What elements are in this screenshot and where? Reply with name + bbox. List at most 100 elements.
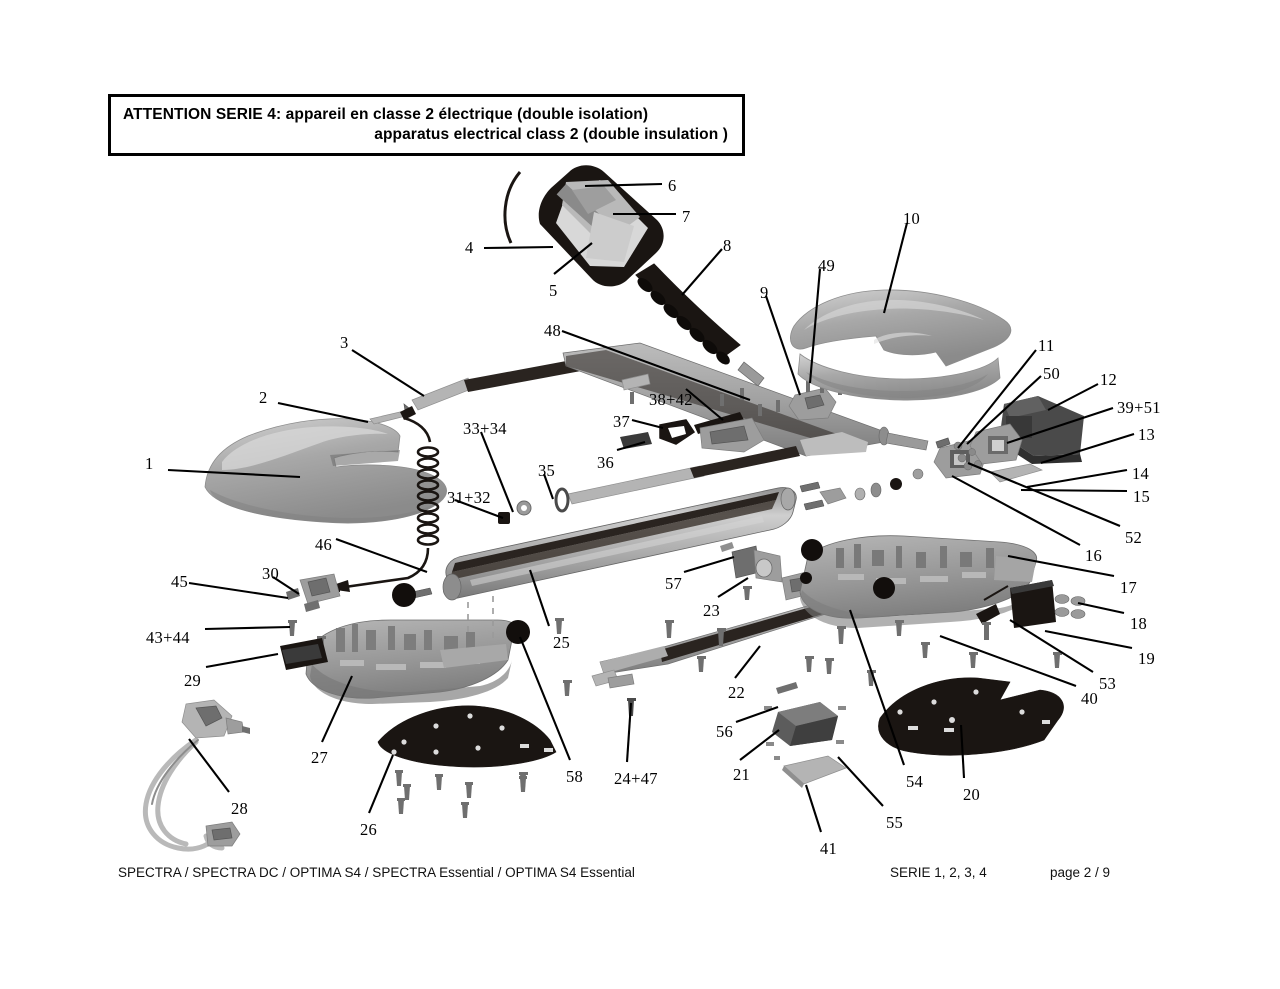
footer-models: SPECTRA / SPECTRA DC / OPTIMA S4 / SPECT… (118, 865, 635, 880)
callout-number-58: 58 (566, 767, 584, 786)
part-black-module (976, 580, 1056, 640)
part-shaft-pieces (498, 446, 800, 524)
callout-number-52: 52 (1125, 528, 1143, 547)
callout-number-36: 36 (597, 453, 615, 472)
callout-number-29: 29 (184, 671, 202, 690)
callout-number-19: 19 (1138, 649, 1156, 668)
callout-number-39-51: 39+51 (1117, 398, 1161, 417)
callout-number-55: 55 (886, 813, 904, 832)
part-handle-grip (411, 348, 650, 411)
leader-line-40 (939, 635, 1077, 687)
part-power-cord (142, 699, 250, 852)
leader-line-16 (951, 475, 1081, 546)
warning-line-french: ATTENTION SERIE 4: appareil en classe 2 … (123, 106, 649, 123)
leader-line-50 (966, 375, 1042, 445)
leader-line-56 (735, 706, 779, 723)
leader-line-9 (765, 295, 801, 396)
leader-line-55 (837, 756, 884, 807)
leader-line-11 (957, 349, 1037, 449)
footer-serie: SERIE 1, 2, 3, 4 (890, 865, 987, 880)
callout-number-24-47: 24+47 (614, 769, 658, 788)
part-lower-chassis-left (305, 619, 518, 704)
callout-number-14: 14 (1132, 464, 1150, 483)
screws-scattered (519, 586, 1062, 788)
callout-number-13: 13 (1138, 425, 1156, 444)
leader-line-36 (616, 440, 646, 452)
leader-line-13 (1040, 432, 1135, 465)
leader-line-52 (967, 462, 1121, 527)
callout-number-26: 26 (360, 820, 378, 839)
leader-line-6 (584, 182, 663, 188)
callout-number-43-44: 43+44 (146, 628, 190, 647)
leader-line-15 (1020, 488, 1128, 493)
callout-number-5: 5 (549, 281, 558, 300)
leader-line-21 (739, 729, 780, 761)
leader-line-29 (205, 652, 279, 669)
part-main-wand (562, 342, 929, 457)
leader-line-14 (1026, 468, 1128, 489)
callout-number-46: 46 (315, 535, 333, 554)
callout-number-30: 30 (262, 564, 280, 583)
callout-number-50: 50 (1043, 364, 1061, 383)
page-footer: SPECTRA / SPECTRA DC / OPTIMA S4 / SPECT… (0, 865, 1280, 887)
part-bracket-group (788, 381, 842, 421)
leader-line-10 (882, 222, 909, 314)
leader-line-26 (368, 754, 394, 814)
callout-number-35: 35 (538, 461, 556, 480)
part-coiled-cable (322, 406, 440, 592)
callout-number-33-34: 33+34 (463, 419, 507, 438)
callout-number-3: 3 (340, 333, 349, 352)
callout-number-7: 7 (682, 207, 691, 226)
leader-line-23 (717, 577, 749, 598)
warning-notice-box: ATTENTION SERIE 4: appareil en classe 2 … (108, 94, 745, 156)
callout-number-9: 9 (760, 283, 769, 302)
part-small-left-group (280, 573, 341, 670)
callout-number-2: 2 (259, 388, 268, 407)
callout-number-49: 49 (818, 256, 836, 275)
callout-number-31-32: 31+32 (447, 488, 491, 507)
leader-line-8 (681, 248, 723, 296)
part-linkage-group (620, 373, 780, 453)
leader-line-12 (1047, 383, 1099, 411)
leader-line-24-47 (625, 702, 633, 763)
alignment-guides (467, 596, 494, 640)
callout-number-48: 48 (544, 321, 562, 340)
callout-number-6: 6 (668, 176, 677, 195)
leader-line-54 (849, 609, 905, 766)
leader-line-1 (167, 468, 301, 479)
leader-line-46 (335, 538, 428, 573)
callout-number-45: 45 (171, 572, 189, 591)
leader-line-57 (683, 555, 735, 574)
callout-number-56: 56 (716, 722, 734, 741)
warning-line-english: apparatus electrical class 2 (double ins… (374, 126, 728, 143)
callout-number-4: 4 (465, 238, 474, 257)
leader-line-28 (188, 738, 230, 793)
callout-number-37: 37 (613, 412, 631, 431)
part-main-chassis-right (799, 535, 1038, 628)
part-sole-plate-right (878, 677, 1064, 756)
leader-line-5 (553, 242, 593, 275)
screws-row-lower-left (395, 770, 527, 818)
callout-number-1: 1 (145, 454, 154, 473)
leader-line-43-44 (204, 625, 291, 631)
part-plate-group (953, 423, 1043, 483)
callout-number-18: 18 (1130, 614, 1148, 633)
leader-line-22 (734, 645, 761, 679)
leader-line-58 (519, 636, 571, 761)
part-small-rod (607, 673, 636, 716)
callout-number-41: 41 (820, 839, 838, 858)
leader-line-49 (808, 268, 822, 384)
callout-number-57: 57 (665, 574, 683, 593)
callout-number-17: 17 (1120, 578, 1138, 597)
footer-page: page 2 / 9 (1050, 865, 1111, 880)
callout-number-53: 53 (1099, 674, 1117, 693)
part-electronic-block (764, 682, 846, 760)
part-washers (1054, 594, 1086, 619)
part-top-shroud (790, 289, 1012, 401)
callout-number-40: 40 (1081, 689, 1099, 708)
callout-number-15: 15 (1133, 487, 1151, 506)
callout-number-23: 23 (703, 601, 721, 620)
callout-number-22: 22 (728, 683, 746, 702)
leader-line-3 (351, 349, 425, 397)
leader-line-2 (277, 401, 369, 424)
